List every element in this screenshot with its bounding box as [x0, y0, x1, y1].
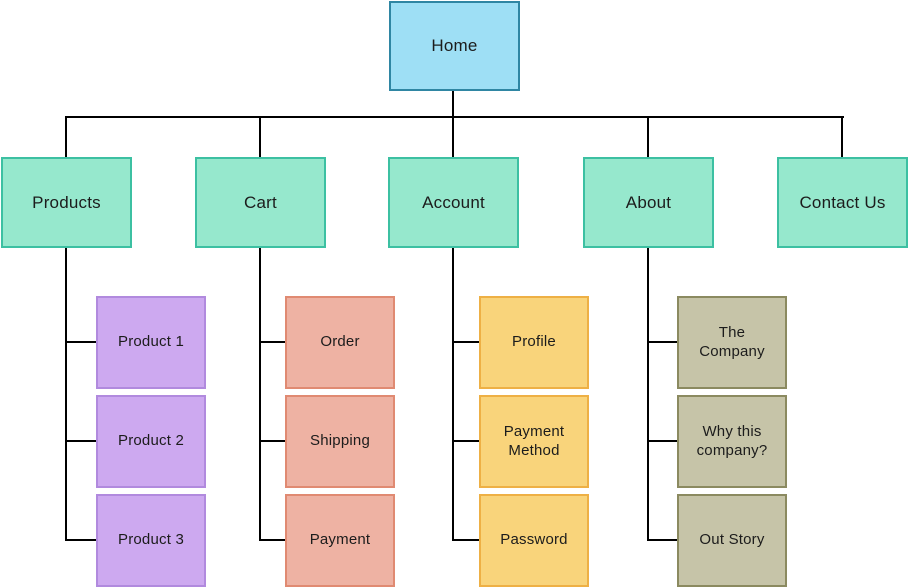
node-label: Product 1	[117, 333, 184, 351]
node-label: Order	[320, 333, 360, 351]
node-about[interactable]: About	[583, 157, 714, 248]
node-label: About	[625, 192, 672, 212]
node-payment-method[interactable]: Payment Method	[479, 395, 589, 488]
connector-drop-about	[647, 116, 649, 157]
connector-trunk-cart	[259, 247, 261, 541]
node-label: The Company	[699, 323, 765, 360]
node-label: Account	[422, 192, 485, 212]
node-home[interactable]: Home	[389, 1, 520, 91]
node-label: Products	[32, 192, 101, 212]
connector-drop-contact	[841, 116, 843, 157]
node-product-3[interactable]: Product 3	[96, 494, 206, 587]
node-account[interactable]: Account	[388, 157, 519, 248]
node-label: Password	[500, 531, 568, 549]
node-label: Contact Us	[799, 192, 886, 212]
connector-stub	[647, 341, 677, 343]
node-out-story[interactable]: Out Story	[677, 494, 787, 587]
node-why-this-company[interactable]: Why this company?	[677, 395, 787, 488]
node-contact-us[interactable]: Contact Us	[777, 157, 908, 248]
node-cart[interactable]: Cart	[195, 157, 326, 248]
connector-drop-cart	[259, 116, 261, 157]
connector-stub	[452, 341, 479, 343]
node-label: Out Story	[699, 531, 765, 549]
node-label: Product 2	[117, 432, 184, 450]
connector-stub	[259, 440, 285, 442]
node-label: Shipping	[310, 432, 370, 450]
connector-drop-products	[65, 116, 67, 157]
node-order[interactable]: Order	[285, 296, 395, 389]
connector-trunk-about	[647, 247, 649, 541]
node-label: Cart	[244, 192, 277, 212]
connector-stub	[452, 539, 479, 541]
node-product-1[interactable]: Product 1	[96, 296, 206, 389]
node-products[interactable]: Products	[1, 157, 132, 248]
connector-stub	[65, 341, 96, 343]
connector-stub	[65, 539, 96, 541]
connector-drop-account	[452, 116, 454, 157]
node-profile[interactable]: Profile	[479, 296, 589, 389]
connector-home-drop	[452, 91, 454, 117]
node-label: Product 3	[117, 531, 184, 549]
node-label: Home	[431, 36, 478, 56]
connector-stub	[259, 539, 285, 541]
node-shipping[interactable]: Shipping	[285, 395, 395, 488]
connector-trunk-products	[65, 247, 67, 541]
node-label: Payment	[309, 531, 371, 549]
node-label: Payment Method	[503, 422, 565, 459]
connector-trunk-account	[452, 247, 454, 541]
node-password[interactable]: Password	[479, 494, 589, 587]
connector-bus	[65, 116, 844, 118]
node-label: Why this company?	[696, 422, 768, 459]
connector-stub	[647, 440, 677, 442]
connector-stub	[259, 341, 285, 343]
connector-stub	[647, 539, 677, 541]
node-payment[interactable]: Payment	[285, 494, 395, 587]
connector-stub	[452, 440, 479, 442]
connector-stub	[65, 440, 96, 442]
node-label: Profile	[512, 333, 556, 351]
node-product-2[interactable]: Product 2	[96, 395, 206, 488]
node-the-company[interactable]: The Company	[677, 296, 787, 389]
